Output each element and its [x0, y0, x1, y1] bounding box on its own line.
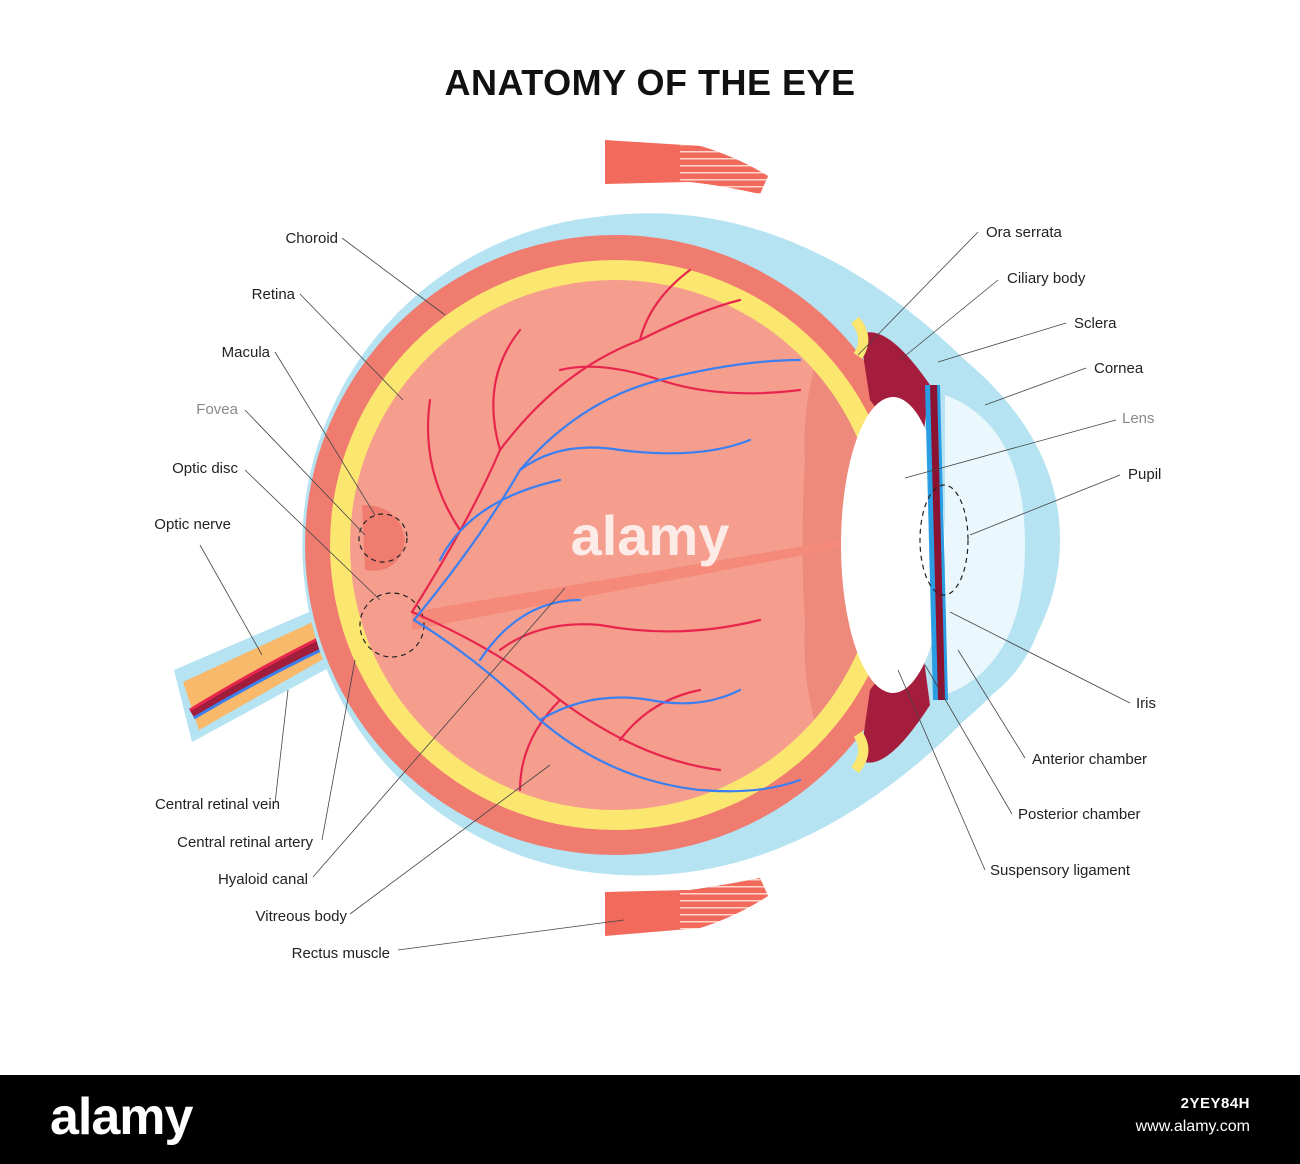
macula	[362, 505, 405, 571]
label-ciliary-body: Ciliary body	[1007, 270, 1086, 287]
leader-lines-left	[199, 237, 625, 951]
label-hyaloid-canal: Hyaloid canal	[218, 871, 308, 888]
label-ora-serrata: Ora serrata	[986, 224, 1063, 241]
footer-url: www.alamy.com	[1135, 1118, 1250, 1135]
leader-lines-right	[857, 231, 1131, 871]
label-optic-disc: Optic disc	[172, 460, 238, 477]
label-sclera: Sclera	[1074, 315, 1117, 332]
label-vitreous-body: Vitreous body	[256, 908, 348, 925]
label-pupil: Pupil	[1128, 466, 1161, 483]
label-choroid: Choroid	[285, 230, 338, 247]
footer-logo: alamy	[50, 1088, 193, 1146]
label-fovea: Fovea	[196, 401, 238, 418]
label-retina: Retina	[252, 286, 296, 303]
lens	[841, 397, 945, 693]
rectus-muscle-top	[605, 140, 768, 194]
label-central-retinal-artery: Central retinal artery	[177, 834, 313, 851]
label-central-retinal-vein: Central retinal vein	[155, 796, 280, 813]
label-posterior-chamber: Posterior chamber	[1018, 806, 1141, 823]
diagram-title: ANATOMY OF THE EYE	[444, 62, 856, 103]
cornea-layer	[935, 370, 1052, 722]
label-suspensory-ligament: Suspensory ligament	[990, 862, 1131, 879]
watermark-center: alamy	[571, 504, 730, 567]
hyaloid-canal	[412, 540, 840, 630]
retinal-veins	[412, 358, 802, 793]
footer-image-code: 2YEY84H	[1180, 1095, 1250, 1112]
pupil-marker	[919, 484, 969, 596]
macula-marker	[358, 513, 408, 563]
footer-ids: 2YEY84H www.alamy.com	[1136, 1095, 1250, 1136]
label-macula: Macula	[222, 344, 271, 361]
label-lens: Lens	[1122, 410, 1155, 427]
label-optic-nerve: Optic nerve	[154, 516, 231, 533]
label-rectus-muscle: Rectus muscle	[292, 945, 390, 962]
eye-anatomy-diagram: alamy Choroid Retina Macula Fovea Optic …	[154, 140, 1161, 962]
watermark-footer: alamy 2YEY84H www.alamy.com	[0, 1075, 1300, 1164]
vitreous-body	[350, 280, 880, 810]
rectus-muscle-bottom	[605, 878, 768, 936]
label-anterior-chamber: Anterior chamber	[1032, 751, 1147, 768]
label-iris: Iris	[1136, 695, 1156, 712]
label-cornea: Cornea	[1094, 360, 1144, 377]
